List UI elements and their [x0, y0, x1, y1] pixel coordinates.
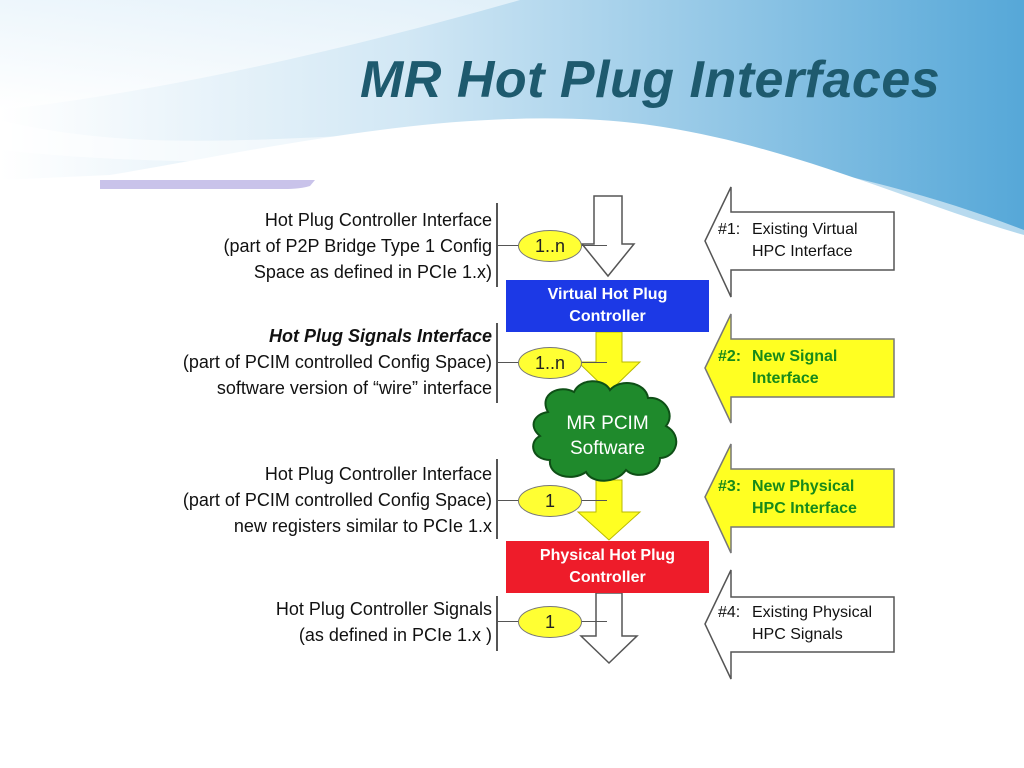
annotation-line: New Signal [752, 348, 838, 365]
label-line: software version of “wire” interface [216, 378, 492, 398]
label-line: Hot Plug Controller Signals [275, 599, 492, 619]
white-arrow-top [580, 195, 636, 278]
label-line: Hot Plug Controller Interface [264, 464, 492, 484]
virtual-hot-plug-controller: Virtual Hot Plug Controller [506, 280, 709, 332]
label-hpc-interface-virtual: Hot Plug Controller Interface (part of P… [224, 207, 493, 285]
label-line: (part of P2P Bridge Type 1 Config [223, 236, 493, 256]
annotation-line: Interface [752, 370, 819, 387]
mr-pcim-software: MR PCIM Software [540, 411, 675, 461]
annotation-number: #2: [718, 348, 742, 365]
annotation-line: HPC Signals [752, 626, 843, 643]
annotation-arrow-1 [704, 186, 895, 298]
label-line: (as defined in PCIe 1.x ) [298, 625, 492, 645]
label-line: Hot Plug Controller Interface [264, 210, 492, 230]
annotation-arrow-2 [704, 313, 895, 424]
annotation-number: #1: [718, 221, 741, 238]
cloud-label: Software [570, 438, 645, 459]
multiplicity-oval: 1 [518, 606, 582, 638]
annotation-line: HPC Interface [752, 500, 857, 517]
annotation-line: New Physical [752, 478, 855, 495]
label-line: (part of PCIM controlled Config Space) [182, 490, 492, 510]
controller-label: Controller [569, 308, 646, 325]
annotation-arrow-3 [704, 443, 895, 554]
physical-hot-plug-controller: Physical Hot Plug Controller [506, 541, 709, 593]
yellow-arrow-lower [576, 479, 642, 541]
bracket-line [496, 323, 498, 403]
cloud-label: MR PCIM [566, 413, 649, 434]
label-line: Space as defined in PCIe 1.x) [253, 262, 492, 282]
annotation-number: #3: [718, 478, 742, 495]
label-line: new registers similar to PCIe 1.x [233, 516, 492, 536]
annotation-arrow-4 [704, 569, 895, 680]
multiplicity-oval: 1 [518, 485, 582, 517]
label-signals-interface: Hot Plug Signals Interface (part of PCIM… [183, 323, 492, 401]
label-line: (part of PCIM controlled Config Space) [182, 352, 492, 372]
controller-label: Virtual Hot Plug [547, 286, 668, 303]
annotation-line: HPC Interface [752, 243, 853, 260]
controller-label: Physical Hot Plug [539, 547, 676, 564]
controller-label: Controller [569, 569, 646, 586]
annotation-line: Existing Virtual [752, 221, 858, 238]
slide-title: MR Hot Plug Interfaces [360, 51, 941, 109]
bracket-line [496, 459, 498, 539]
annotation-number: #4: [718, 604, 741, 621]
bracket-line [496, 596, 498, 651]
multiplicity-oval: 1..n [518, 347, 582, 379]
white-arrow-bottom [579, 592, 639, 665]
annotation-line: Existing Physical [752, 604, 873, 621]
label-hpc-signals: Hot Plug Controller Signals (as defined … [276, 596, 492, 648]
multiplicity-oval: 1..n [518, 230, 582, 262]
label-hpc-interface-pcim: Hot Plug Controller Interface (part of P… [183, 461, 492, 539]
label-line: Hot Plug Signals Interface [268, 326, 492, 346]
cloud-shape [532, 380, 678, 482]
